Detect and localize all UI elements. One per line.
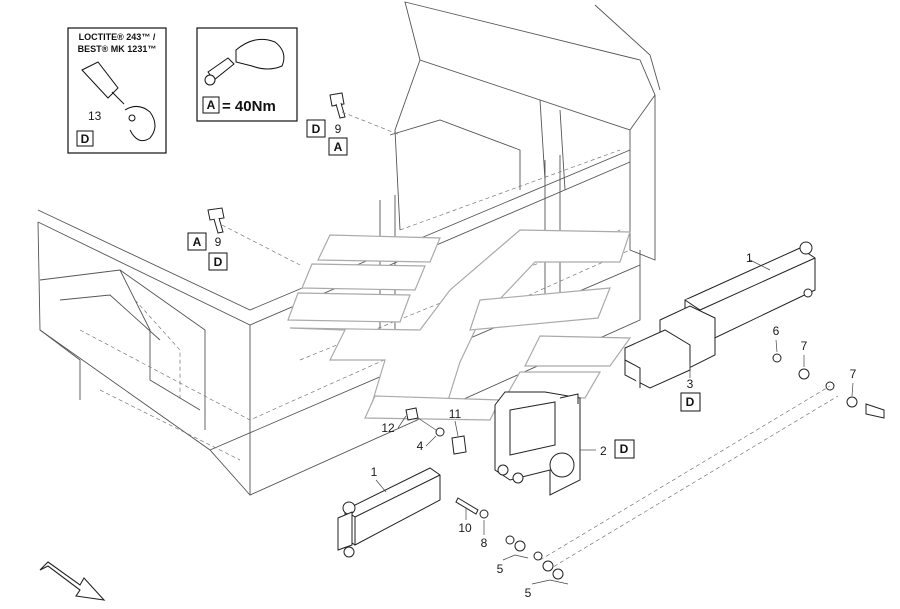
part-label-7-a: 7 [801, 339, 808, 353]
part-label-9-left: 9 [215, 235, 222, 249]
fasteners-4-11-12 [405, 407, 467, 455]
adhesive-info-panel: LOCTITE® 243™ / BEST® MK 1231™ 13 D [67, 27, 167, 154]
adhesive-ref-letter: D [81, 132, 90, 146]
actuator-part-1-right [624, 241, 816, 389]
adhesive-bottle-icon [81, 61, 156, 142]
bolt-top-ref-second: A [334, 140, 343, 154]
bracket-part-2 [494, 391, 581, 496]
part-label-10: 10 [458, 521, 472, 535]
part-3-ref: D [686, 395, 695, 409]
part-label-4: 4 [417, 439, 424, 453]
adhesive-line1: LOCTITE® 243™ / [79, 32, 156, 42]
bolt-part-9-left: A 9 D [187, 207, 301, 271]
part-label-8: 8 [481, 536, 488, 550]
part-label-7-b: 7 [850, 367, 857, 381]
watermark-logo [287, 229, 632, 421]
part-label-3: 3 [687, 377, 694, 391]
direction-arrow-icon [39, 561, 106, 601]
part-label-1-right: 1 [746, 251, 753, 265]
fasteners-10-8-5 [455, 497, 564, 580]
part-label-12: 12 [381, 421, 395, 435]
part-label-11: 11 [449, 407, 462, 421]
pin-assembly [539, 353, 885, 571]
adhesive-item-number: 13 [88, 109, 102, 123]
adhesive-line2: BEST® MK 1231™ [78, 44, 157, 54]
actuator-part-1-left [337, 467, 441, 558]
part-label-2: 2 [600, 444, 607, 458]
part-label-9-top: 9 [335, 122, 342, 136]
part-label-1-left: 1 [371, 465, 378, 479]
bolt-part-9-top: D 9 A [306, 92, 401, 156]
torque-info-panel: A = 40Nm [196, 27, 298, 122]
bolt-left-ref-first: A [193, 235, 202, 249]
torque-value: = 40Nm [222, 98, 276, 115]
bolt-top-ref-first: D [312, 122, 321, 136]
part-label-5-bottom: 5 [525, 586, 532, 600]
part-2-ref: D [620, 442, 629, 456]
torque-ref-letter: A [207, 98, 216, 112]
wrench-icon [204, 38, 285, 86]
part-label-6: 6 [773, 324, 780, 338]
bolt-left-ref-second: D [214, 255, 223, 269]
part-label-5-top: 5 [497, 562, 504, 576]
